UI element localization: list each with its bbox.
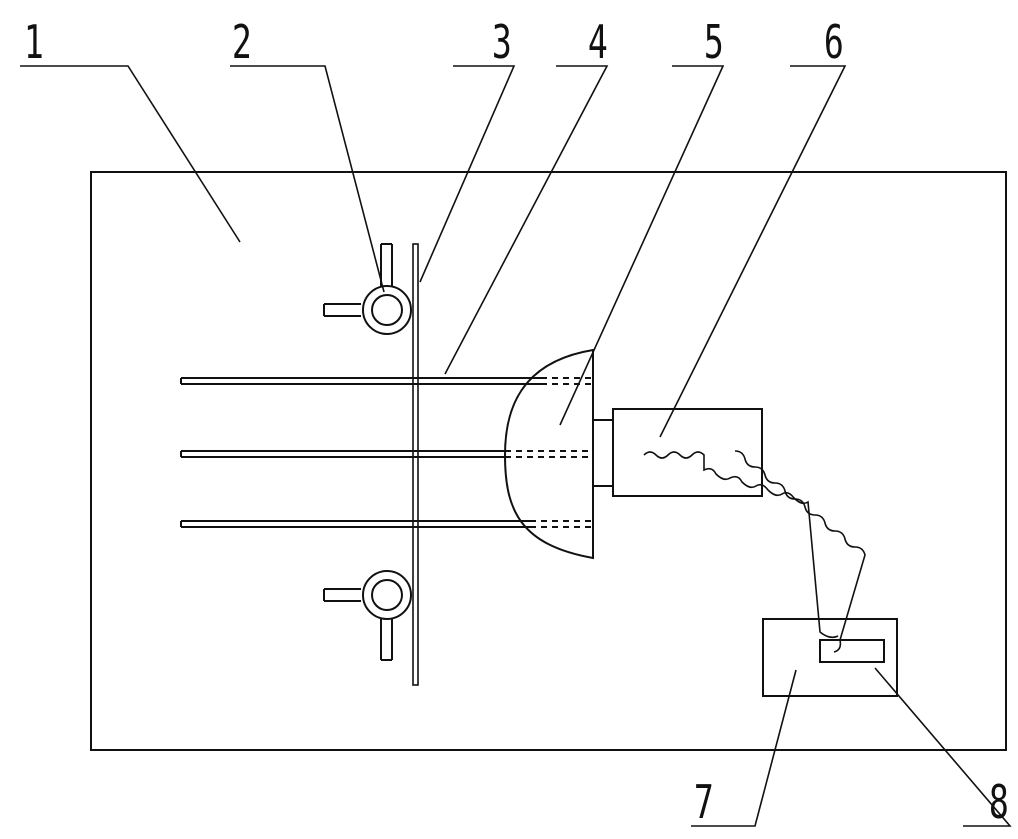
callout-label-6: 6 [824,17,844,70]
callout-label-5: 5 [704,17,724,70]
inner-module [819,639,885,663]
motor-box [612,408,763,497]
callout-label-1: 1 [24,17,44,70]
upper-clamp [323,243,412,335]
cable-left [643,451,839,639]
lower-clamp [323,570,412,661]
callout-label-3: 3 [492,17,512,70]
dome-connector [592,419,614,487]
dome-head [503,348,594,560]
control-box [762,618,898,697]
callout-label-4: 4 [588,17,608,70]
callout-label-2: 2 [232,17,252,70]
callout-label-8: 8 [989,777,1009,830]
callout-label-7: 7 [694,777,714,830]
rods [180,377,594,528]
cable-right [734,450,866,653]
vertical-plate [412,243,419,686]
callout-leaders [20,65,1012,827]
base-plate [90,171,1007,751]
